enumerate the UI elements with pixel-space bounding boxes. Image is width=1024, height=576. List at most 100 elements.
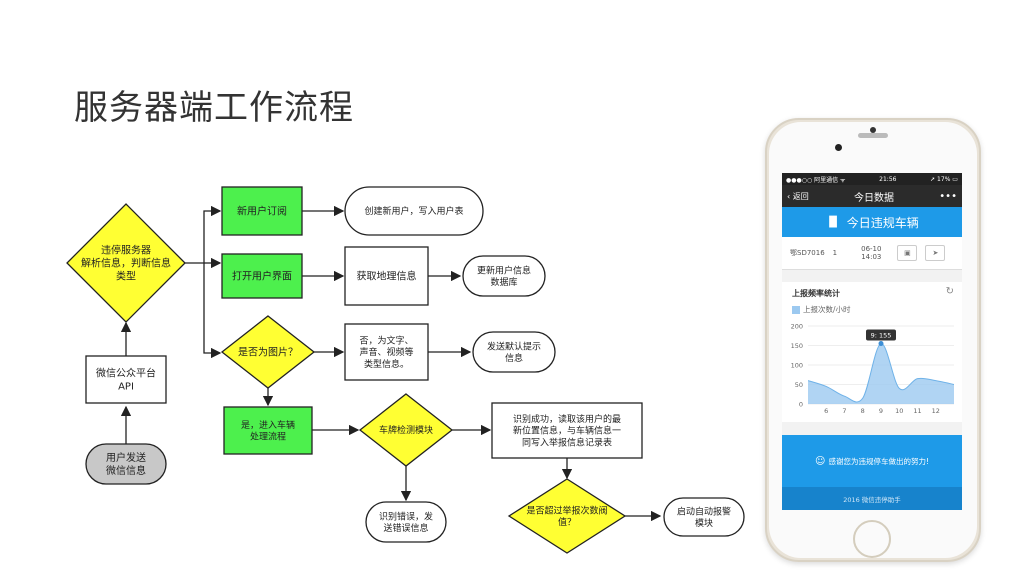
series-area bbox=[808, 343, 954, 404]
node-label: 打开用户界面 bbox=[232, 270, 292, 283]
phone-camera bbox=[835, 144, 842, 151]
nav-bar: ‹ 返回 今日数据 ••• bbox=[782, 185, 962, 207]
node-label: 处理流程 bbox=[250, 431, 286, 443]
back-button[interactable]: ‹ 返回 bbox=[787, 191, 809, 201]
node-shape bbox=[220, 315, 316, 389]
node-create: 创建新用户，写入用户表 bbox=[344, 186, 484, 236]
node-label: 是否为图片？ bbox=[238, 346, 298, 359]
node-label: 新用户订阅 bbox=[237, 205, 287, 218]
nav-title: 今日数据 bbox=[854, 192, 895, 204]
y-tick-label: 200 bbox=[791, 323, 803, 331]
bar-chart-icon: ▐▌ bbox=[825, 216, 841, 228]
node-label: 车牌检测模块 bbox=[379, 424, 433, 436]
node-label: 更新用户信息 bbox=[477, 264, 531, 276]
node-label: 类型信息。 bbox=[364, 358, 409, 370]
tooltip-box bbox=[866, 329, 896, 341]
phone-body: ●●●○○ 阿里通信 ᯤ 21:56 ➚ 17% ▭ ‹ 返回 今日数据 •••… bbox=[769, 122, 977, 558]
record-time: 14:03 bbox=[861, 253, 882, 261]
x-tick-label: 9 bbox=[879, 407, 883, 415]
home-button[interactable] bbox=[853, 520, 891, 558]
x-tick-label: 8 bbox=[861, 407, 865, 415]
x-tick-label: 11 bbox=[913, 407, 921, 415]
node-label: 识别错误，发 bbox=[379, 510, 433, 522]
node-open: 打开用户界面 bbox=[221, 253, 303, 299]
banner-title: 今日违规车辆 bbox=[846, 215, 919, 230]
status-carrier: ●●●○○ 阿里通信 ᯤ bbox=[786, 176, 846, 184]
node-is-image: 是否为图片？ bbox=[220, 315, 316, 389]
y-tick-label: 150 bbox=[791, 342, 803, 350]
node-label: 启动自动报警 bbox=[677, 505, 731, 517]
y-tick-label: 0 bbox=[799, 401, 803, 409]
node-shape bbox=[491, 402, 643, 459]
node-shape bbox=[344, 246, 429, 306]
node-label: 值？ bbox=[558, 516, 576, 528]
node-label: 发送默认提示 bbox=[487, 340, 541, 352]
node-geo: 获取地理信息 bbox=[344, 246, 429, 306]
y-tick-label: 50 bbox=[795, 381, 803, 389]
phone-mockup: ●●●○○ 阿里通信 ᯤ 21:56 ➚ 17% ▭ ‹ 返回 今日数据 •••… bbox=[765, 118, 981, 562]
node-shape bbox=[358, 393, 454, 467]
node-shape bbox=[472, 331, 556, 373]
phone-screen: ●●●○○ 阿里通信 ᯤ 21:56 ➚ 17% ▭ ‹ 返回 今日数据 •••… bbox=[782, 173, 962, 510]
image-icon[interactable]: ▣ bbox=[897, 245, 918, 261]
node-label: 识别成功，读取该用户的最 bbox=[513, 413, 621, 425]
chart-legend[interactable]: 上报次数/小时 bbox=[792, 304, 851, 315]
edge-parse-branch bbox=[185, 205, 222, 264]
node-shape bbox=[221, 253, 303, 299]
legend-label: 上报次数/小时 bbox=[803, 305, 851, 314]
node-label: 模块 bbox=[695, 517, 713, 529]
node-label: 微信公众平台 bbox=[96, 367, 156, 380]
phone-sensor bbox=[870, 127, 876, 133]
copyright-text: 2016 微信违停助手 bbox=[843, 495, 901, 504]
status-battery: ➚ 17% ▭ bbox=[930, 175, 958, 183]
node-shape bbox=[85, 355, 167, 404]
node-label: 数据库 bbox=[490, 276, 517, 288]
node-label: 是否超过举报次数阀 bbox=[526, 504, 607, 516]
node-label: 用户发送 bbox=[106, 451, 146, 464]
banner[interactable]: ▐▌ 今日违规车辆 bbox=[782, 207, 962, 237]
node-label: 是，进入车辆 bbox=[241, 419, 295, 431]
node-label: 否，为文字、 bbox=[359, 334, 413, 346]
node-subscribe: 新用户订阅 bbox=[221, 186, 303, 236]
chart-title: 上报频率统计 bbox=[792, 289, 840, 298]
record-date: 06-10 bbox=[861, 245, 882, 253]
more-button[interactable]: ••• bbox=[939, 190, 957, 202]
node-label: API bbox=[118, 382, 134, 393]
node-label: 声音、视频等 bbox=[359, 346, 413, 358]
node-plate: 车牌检测模块 bbox=[358, 393, 454, 467]
node-label: 获取地理信息 bbox=[357, 270, 417, 283]
node-label: 创建新用户，写入用户表 bbox=[364, 205, 463, 217]
x-tick-label: 10 bbox=[895, 407, 903, 415]
thanks-footer: ☺ 感谢您为违规停车做出的努力! bbox=[782, 435, 962, 487]
flowchart: 用户发送微信信息微信公众平台API违停服务器解析信息，判断信息类型新用户订阅创建… bbox=[66, 186, 745, 554]
status-time: 21:56 bbox=[879, 175, 897, 183]
x-tick-label: 6 bbox=[824, 407, 828, 415]
peak-point[interactable] bbox=[878, 341, 884, 347]
y-tick-label: 100 bbox=[791, 362, 803, 370]
x-tick-label: 12 bbox=[932, 407, 940, 415]
node-label: 新位置信息，与车辆信息一 bbox=[513, 425, 621, 437]
copyright-footer: 2016 微信违停助手 bbox=[782, 487, 962, 510]
smile-icon: ☺ bbox=[815, 455, 826, 467]
status-bar: ●●●○○ 阿里通信 ᯤ 21:56 ➚ 17% ▭ bbox=[782, 173, 962, 185]
phone-speaker bbox=[858, 133, 888, 138]
legend-swatch bbox=[792, 305, 800, 314]
node-shape bbox=[221, 186, 303, 236]
location-arrow-icon[interactable]: ➤ bbox=[925, 245, 946, 261]
node-shape bbox=[85, 443, 167, 485]
page-title: 服务器端工作流程 bbox=[74, 88, 354, 128]
node-label: 违停服务器 bbox=[101, 244, 151, 257]
node-shape bbox=[344, 323, 429, 381]
record-row[interactable]: 鄂SD7016 1 06-10 14:03 ▣ ➤ bbox=[782, 237, 962, 270]
refresh-icon[interactable]: ↻ bbox=[945, 286, 954, 297]
node-label: 同写入举报信息记录表 bbox=[522, 436, 612, 448]
